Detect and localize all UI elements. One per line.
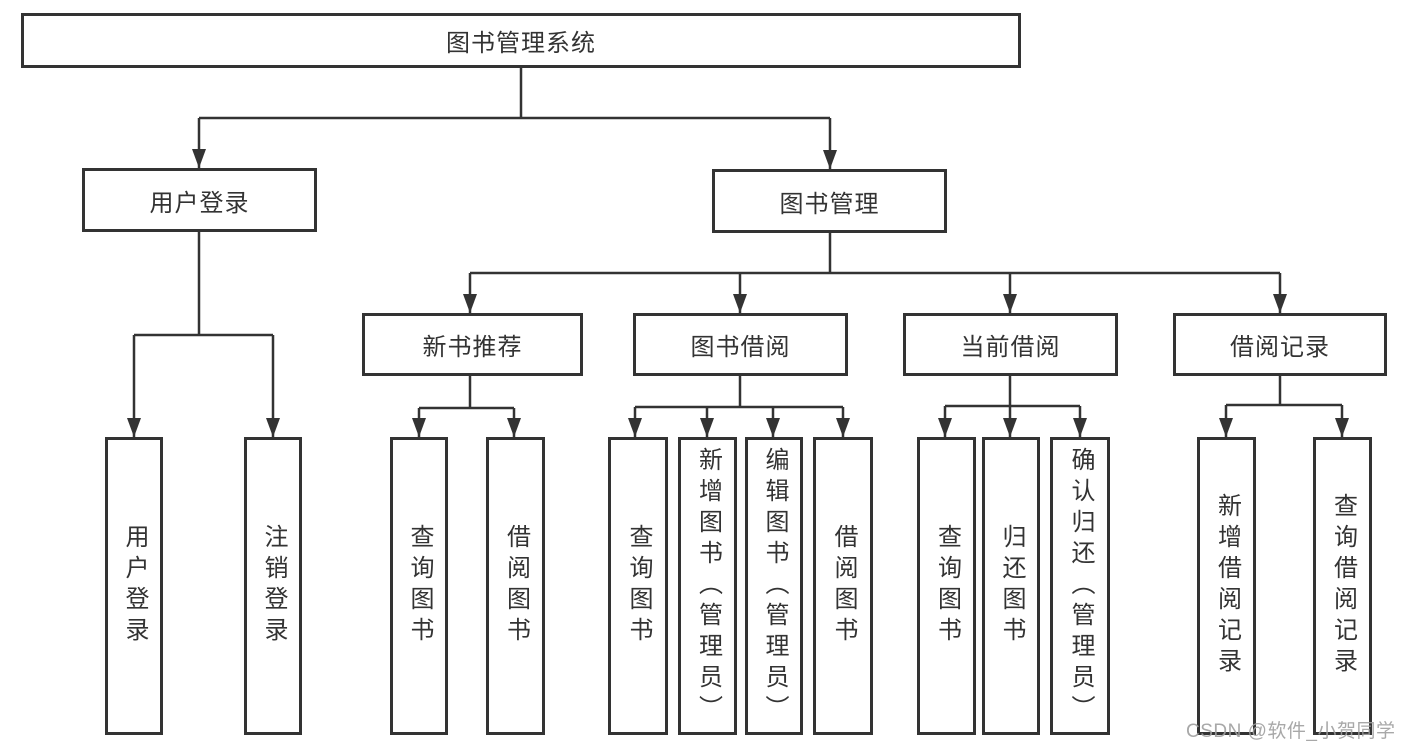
- node-user-login-leaf-label: 用户登录: [121, 524, 148, 648]
- node-logout-label: 注销登录: [260, 524, 287, 648]
- node-bb-edit-books-admin-label: 编辑图书（管理员）: [761, 446, 788, 726]
- node-br-query-record: 查询借阅记录: [1313, 437, 1372, 735]
- node-cb-confirm-return-admin-label: 确认归还（管理员）: [1067, 446, 1094, 726]
- node-cb-query-books-label: 查询图书: [933, 524, 961, 648]
- node-library-management-system: 图书管理系统: [21, 13, 1021, 68]
- connector-current-borrowing-children: [938, 376, 1087, 437]
- connector-book-borrowing-children: [628, 376, 850, 437]
- node-nb-query-books-label: 查询图书: [406, 524, 433, 648]
- connector-user-login-children: [127, 232, 280, 437]
- node-book-borrowing: 图书借阅: [633, 313, 848, 376]
- node-br-add-record: 新增借阅记录: [1197, 437, 1256, 735]
- node-cb-confirm-return-admin: 确认归还（管理员）: [1050, 437, 1110, 735]
- node-bb-add-books-admin-label: 新增图书（管理员）: [694, 446, 722, 726]
- connector-borrowing-records-children: [1219, 376, 1349, 437]
- node-borrowing-records: 借阅记录: [1173, 313, 1387, 376]
- node-bb-add-books-admin: 新增图书（管理员）: [678, 437, 737, 735]
- connector-book-management-children: [463, 233, 1287, 313]
- node-bb-borrow-books-label: 借阅图书: [830, 524, 857, 648]
- node-bb-query-books-label: 查询图书: [625, 524, 652, 648]
- node-br-query-record-label: 查询借阅记录: [1329, 493, 1357, 679]
- node-book-management: 图书管理: [712, 169, 947, 233]
- node-logout: 注销登录: [244, 437, 302, 735]
- csdn-watermark: CSDN @软件_小贺同学: [1186, 721, 1396, 742]
- node-cb-return-books: 归还图书: [982, 437, 1040, 735]
- node-new-book-recommendation: 新书推荐: [362, 313, 583, 376]
- node-bb-edit-books-admin: 编辑图书（管理员）: [745, 437, 803, 735]
- node-user-login-leaf: 用户登录: [105, 437, 163, 735]
- node-cb-query-books: 查询图书: [917, 437, 976, 735]
- connector-root-to-level2: [192, 68, 837, 169]
- node-bb-borrow-books: 借阅图书: [813, 437, 873, 735]
- node-nb-query-books: 查询图书: [390, 437, 448, 735]
- node-br-add-record-label: 新增借阅记录: [1213, 493, 1241, 679]
- connector-new-book-children: [412, 376, 521, 437]
- node-cb-return-books-label: 归还图书: [998, 524, 1025, 648]
- node-nb-borrow-books: 借阅图书: [486, 437, 545, 735]
- node-user-login: 用户登录: [82, 168, 317, 232]
- node-bb-query-books: 查询图书: [608, 437, 668, 735]
- node-current-borrowing: 当前借阅: [903, 313, 1118, 376]
- node-nb-borrow-books-label: 借阅图书: [502, 524, 530, 648]
